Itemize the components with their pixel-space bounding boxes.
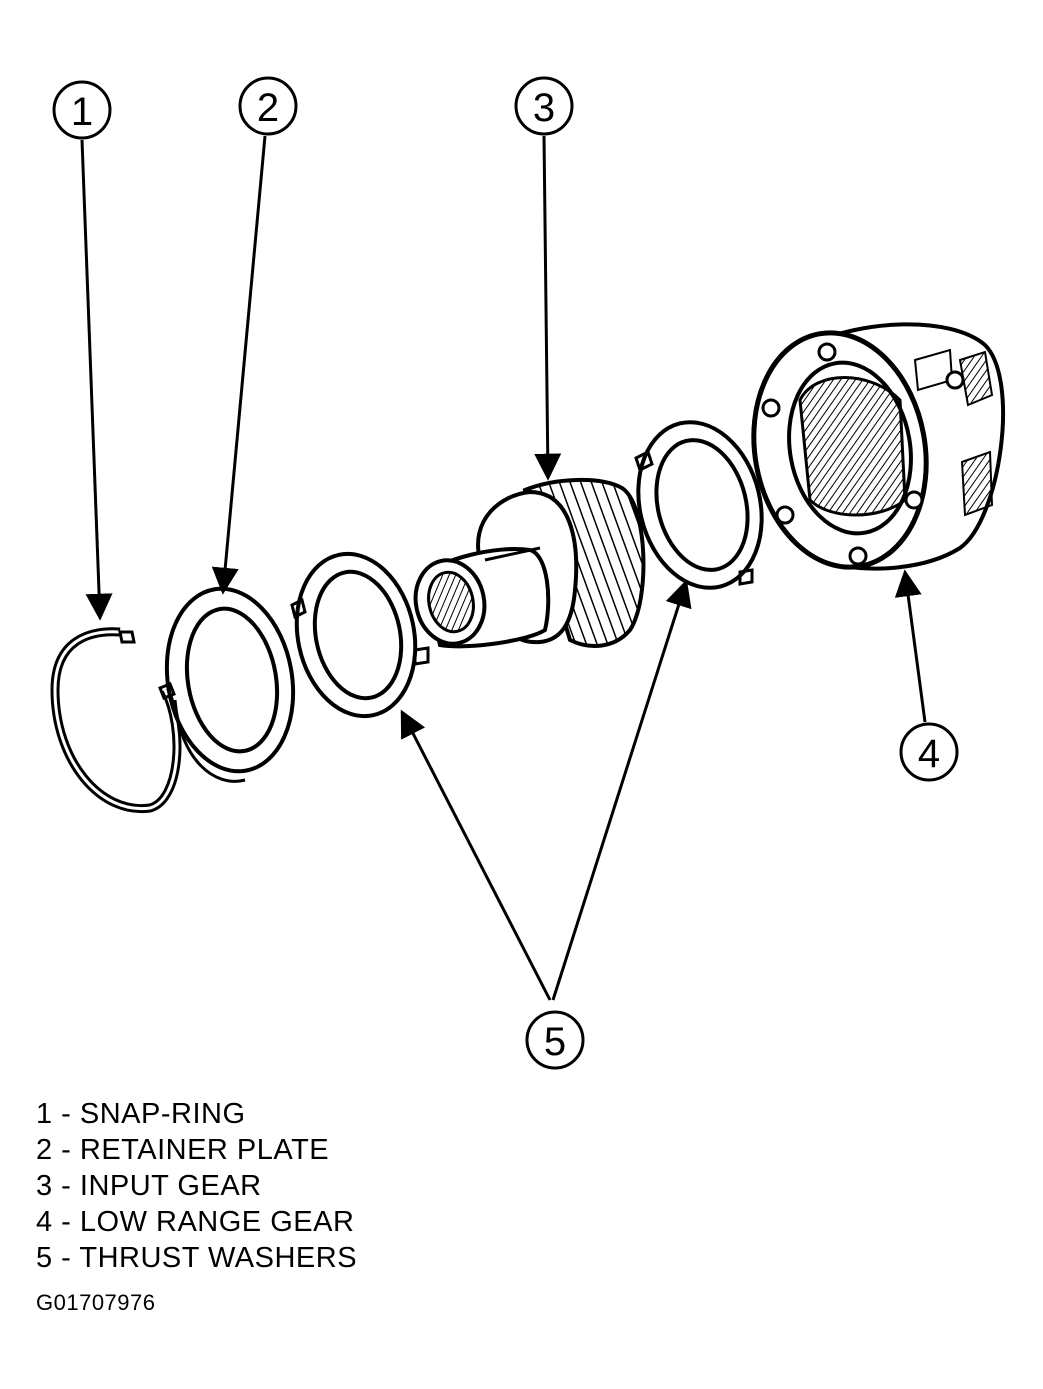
figure-id: G01707976 [36,1290,156,1315]
thrust-washer-right-part [634,420,764,590]
callout-1-circle [52,80,112,140]
legend-item: 5 - THRUST WASHERS [36,1242,358,1274]
callout-4-label: 4 [918,732,940,776]
callout-2-label: 2 [257,86,279,130]
legend-item: 1 - SNAP-RING [36,1098,246,1130]
callout-2-leader [211,135,267,595]
legend-item: 2 - RETAINER PLATE [36,1134,330,1166]
thrust-washer-left-part [290,551,430,719]
low-range-gear-part [751,322,1006,571]
snap-ring-part [50,627,182,814]
callout-4-leader [894,569,927,723]
callout-5-leader-right [551,579,692,1001]
callout-3-circle [514,76,574,136]
exploded-parts-diagram: 1 2 3 4 5 [50,76,1006,1070]
callout-1-label: 1 [71,90,93,134]
callout-5-label: 5 [544,1020,566,1064]
legend-item: 4 - LOW RANGE GEAR [36,1206,355,1238]
callout-4: 4 [894,569,959,782]
callout-4-circle [899,722,959,782]
callout-2: 2 [211,76,298,595]
callout-1: 1 [52,80,113,621]
callout-3-label: 3 [533,86,555,130]
callout-1-leader [80,139,113,621]
legend-item: 3 - INPUT GEAR [36,1170,262,1202]
callout-3: 3 [514,76,574,481]
parts-legend: 1 - SNAP-RING 2 - RETAINER PLATE 3 - INP… [36,1096,357,1276]
callout-5: 5 [400,579,692,1070]
callout-5-circle [525,1010,585,1070]
input-gear-part [413,477,646,649]
callout-5-leader-left [400,709,552,1001]
callout-3-leader [534,135,562,481]
callout-2-circle [238,76,298,136]
